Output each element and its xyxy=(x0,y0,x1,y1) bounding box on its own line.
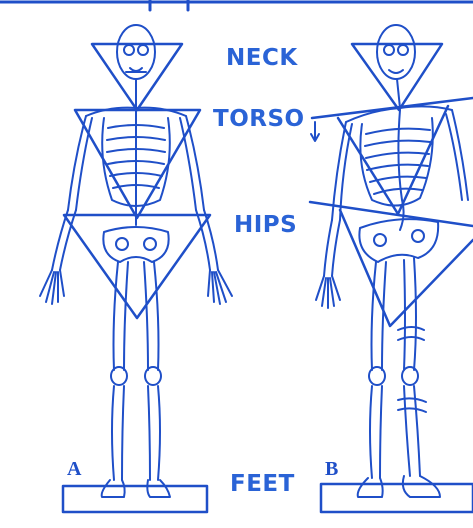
figure-b-neck-triangle xyxy=(352,44,442,110)
torso-arrow-icon xyxy=(311,122,319,141)
feet-label: FEET xyxy=(230,471,295,497)
top-frame xyxy=(0,0,473,10)
figure-a-base xyxy=(63,486,207,512)
hips-label: HIPS xyxy=(234,212,297,238)
neck-label: NECK xyxy=(226,45,298,71)
figure-b-torso-line xyxy=(312,98,473,214)
torso-label: TORSO xyxy=(213,106,305,132)
figure-b-skeleton xyxy=(316,25,468,497)
figure-a-skeleton xyxy=(40,25,232,497)
figure-a-letter: A xyxy=(67,458,81,481)
figure-b-base xyxy=(321,484,473,512)
figure-a-hips-triangle xyxy=(64,215,210,318)
figure-b-letter: B xyxy=(325,458,338,481)
